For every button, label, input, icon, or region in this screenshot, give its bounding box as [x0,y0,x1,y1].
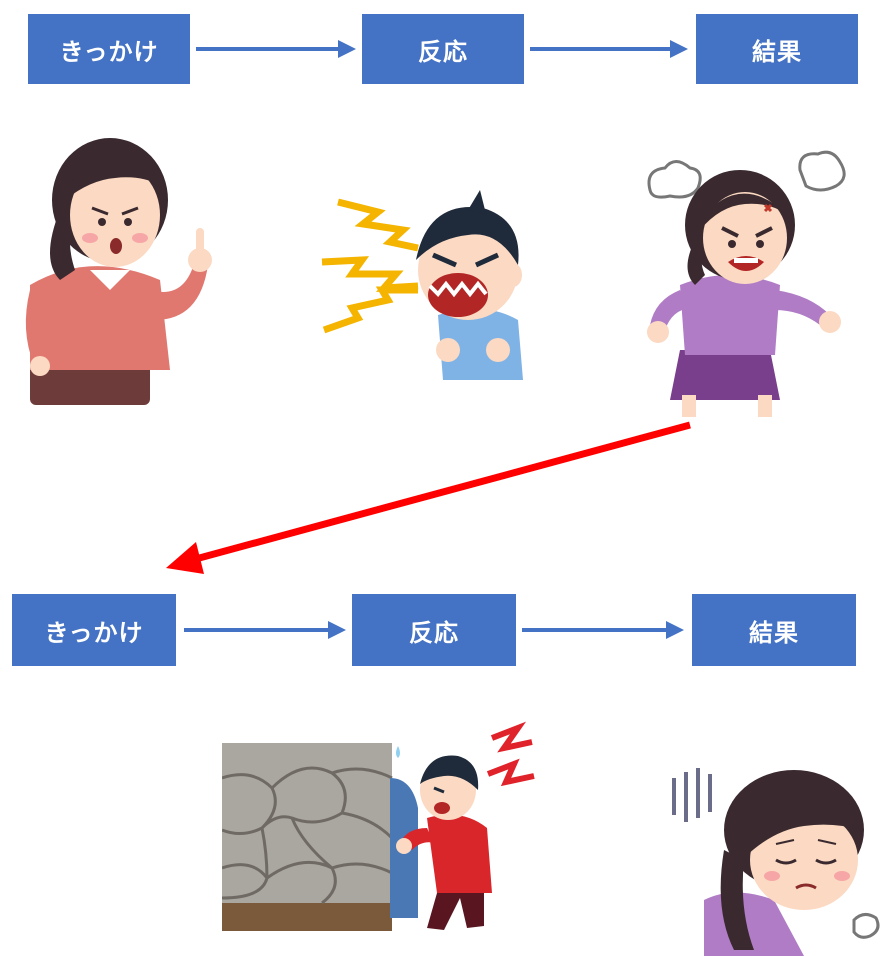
row1-trigger-box: きっかけ [28,14,190,84]
feedback-arrow [166,421,691,574]
row1-result-box: 結果 [696,14,858,84]
pushing-wall-illustration [222,718,542,938]
row2-result-box: 結果 [692,594,856,666]
shouting-boy-illustration [318,190,528,380]
row2-trigger-label: きっかけ [44,618,144,647]
row2-reaction-label: 反応 [409,618,459,647]
row1-arrow-2 [530,40,688,58]
scolding-woman-illustration [20,130,220,410]
row2-trigger-box: きっかけ [12,594,176,666]
row1-reaction-label: 反応 [418,37,468,66]
row1-arrow-1 [196,40,356,58]
row1-reaction-box: 反応 [362,14,524,84]
angry-woman-illustration [640,150,850,420]
row1-trigger-label: きっかけ [59,37,159,66]
row2-arrow-1 [184,621,346,639]
row1-result-label: 結果 [752,37,802,66]
row2-reaction-box: 反応 [352,594,516,666]
row2-arrow-2 [522,621,684,639]
row2-result-label: 結果 [749,618,799,647]
depressed-woman-illustration [664,760,882,956]
